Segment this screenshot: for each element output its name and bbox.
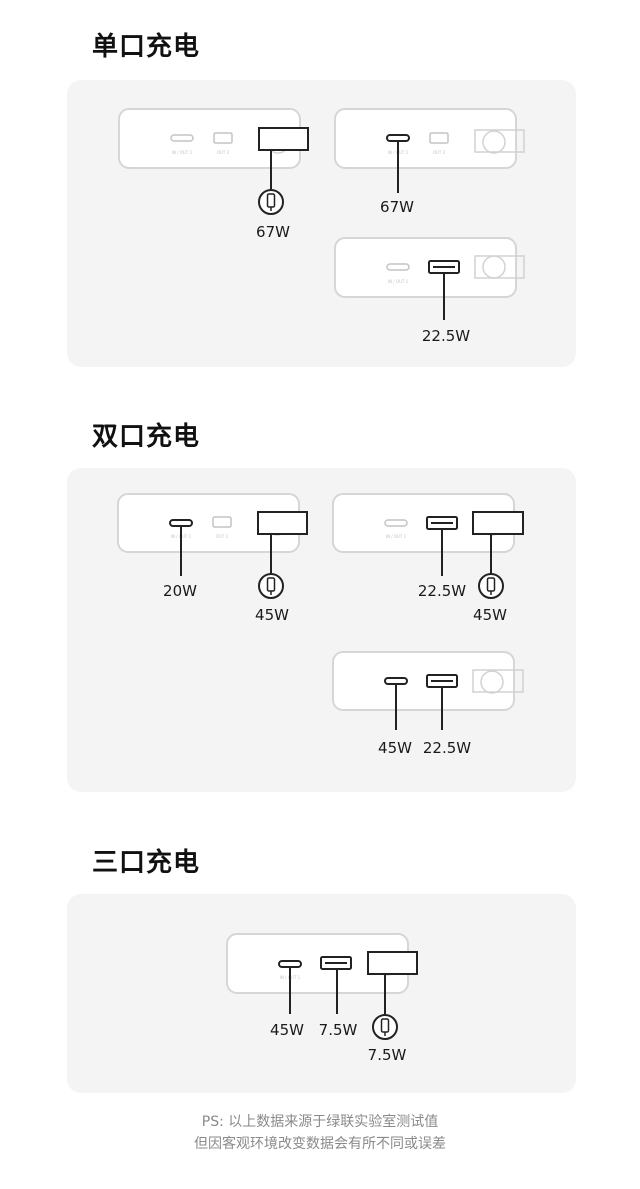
power-label: 7.5W xyxy=(319,1021,358,1039)
power-bank-diagram-5: IN / OUT 1 22.5W 45W xyxy=(332,493,524,624)
power-bank-diagram-4: IN / OUT 1 OUT 2 20W 45W xyxy=(117,493,308,624)
power-label: 22.5W xyxy=(422,327,470,345)
power-label: 7.5W xyxy=(368,1046,407,1064)
power-bank-diagram-6: 45W 22.5W xyxy=(332,651,524,757)
usb-c-plug-icon xyxy=(258,573,284,599)
usb-a-port-label: OUT 2 xyxy=(433,150,446,155)
usb-a-port xyxy=(429,132,449,144)
section-title-dual-port: 双口充电 xyxy=(92,422,201,452)
power-label: 45W xyxy=(378,739,412,757)
usb-c-port-label: IN / OUT 1 xyxy=(388,279,409,284)
footnote-line-2: 但因客观环境改变数据会有所不同或误差 xyxy=(194,1136,446,1152)
usb-c-plug-icon xyxy=(372,1014,398,1040)
single-port-diagrams: IN / OUT 1 OUT 2 67W IN / OUT 1 OUT 2 67… xyxy=(118,108,525,345)
power-bank-diagram-1: IN / OUT 1 OUT 2 67W xyxy=(118,108,309,241)
power-label: 22.5W xyxy=(418,582,466,600)
usb-c-port xyxy=(384,519,408,527)
power-label: 45W xyxy=(255,606,289,624)
triple-port-diagrams: IN / OUT 1 45W 7.5W 7.5W xyxy=(226,933,418,1064)
footnote-line-1: PS: 以上数据来源于绿联实验室测试值 xyxy=(201,1114,439,1130)
built-in-cable xyxy=(474,129,525,153)
usb-a-port-label: OUT 2 xyxy=(217,150,230,155)
power-bank-diagram-2: IN / OUT 1 OUT 2 67W xyxy=(334,108,525,216)
usb-a-port xyxy=(212,516,232,528)
power-label: 22.5W xyxy=(423,739,471,757)
usb-c-port-label: IN / OUT 1 xyxy=(172,150,193,155)
power-label: 45W xyxy=(473,606,507,624)
built-in-cable xyxy=(474,255,525,279)
dual-port-diagrams: IN / OUT 1 OUT 2 20W 45W IN / OUT 1 22.5… xyxy=(117,493,524,757)
built-in-cable-active xyxy=(472,511,524,535)
built-in-cable-active xyxy=(258,127,309,151)
built-in-cable-active xyxy=(367,951,418,975)
power-bank-diagram-7: IN / OUT 1 45W 7.5W 7.5W xyxy=(226,933,418,1064)
power-label: 45W xyxy=(270,1021,304,1039)
triple-port-panel: IN / OUT 1 45W 7.5W 7.5W xyxy=(67,894,576,1093)
usb-c-port xyxy=(386,263,410,271)
usb-c-port xyxy=(170,134,194,142)
power-label: 67W xyxy=(256,223,290,241)
single-port-panel: IN / OUT 1 OUT 2 67W IN / OUT 1 OUT 2 67… xyxy=(67,80,576,367)
usb-c-port-label: IN / OUT 1 xyxy=(386,534,407,539)
section-title-single-port: 单口充电 xyxy=(92,32,201,62)
power-bank-diagram-3: IN / OUT 1 22.5W xyxy=(334,237,525,345)
section-title-triple-port: 三口充电 xyxy=(92,848,201,878)
usb-c-plug-icon xyxy=(478,573,504,599)
built-in-cable-active xyxy=(257,511,308,535)
power-label: 67W xyxy=(380,198,414,216)
usb-a-port-label: OUT 2 xyxy=(216,534,229,539)
dual-port-panel: IN / OUT 1 OUT 2 20W 45W IN / OUT 1 22.5… xyxy=(67,468,576,792)
usb-a-port xyxy=(213,132,233,144)
power-label: 20W xyxy=(163,582,197,600)
built-in-cable xyxy=(472,669,524,693)
usb-c-plug-icon xyxy=(258,189,284,215)
